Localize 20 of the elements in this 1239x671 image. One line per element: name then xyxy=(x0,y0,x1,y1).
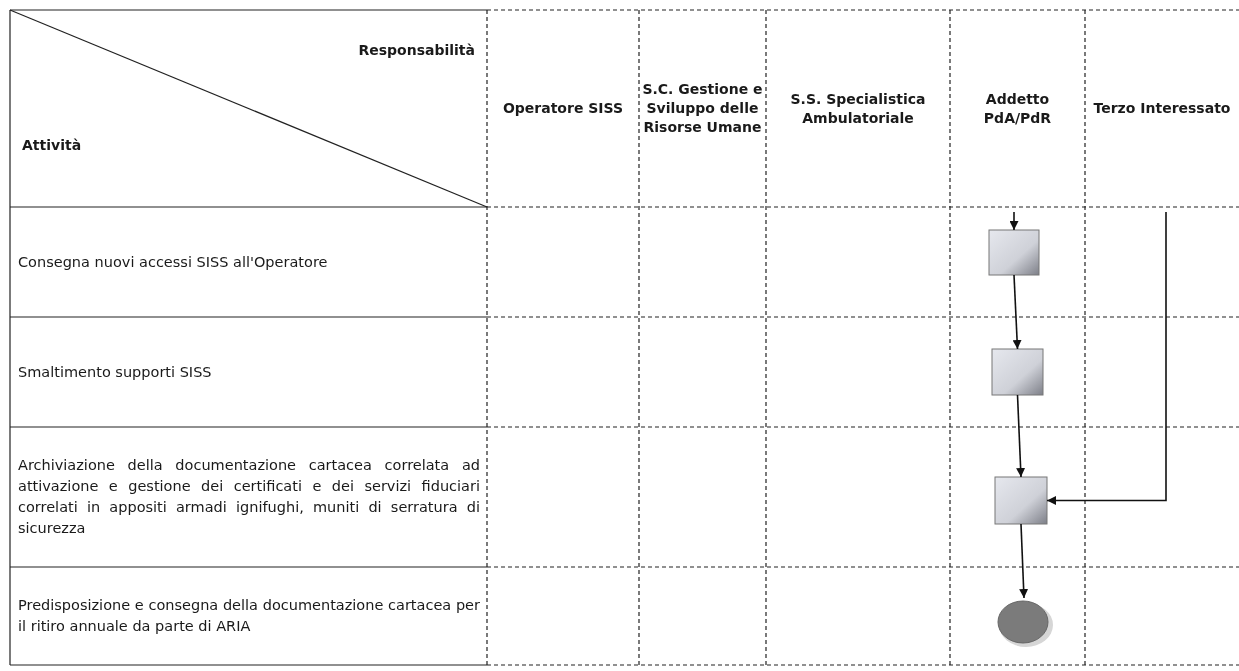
activity-cell-text: Smaltimento supporti SISS xyxy=(18,362,212,382)
column-header: Operatore SISS xyxy=(502,99,624,118)
column-header: Responsabilità xyxy=(358,40,475,60)
arrow xyxy=(1046,211,1167,505)
column-header: Addetto PdA/PdR xyxy=(982,89,1053,128)
activity-cell-text: Archiviazione della documentazione cartacea correlata ad attivazione e gestione dei certificati e dei servizi fiduciari correlati in appositi armadi ignifughi, muniti di serratura di sicurezza xyxy=(18,456,480,538)
activity-square xyxy=(988,229,1040,276)
activity-cell-text: Predisposizione e consegna della documentazione cartacea per il ritiro annuale da parte di ARIA xyxy=(18,596,480,636)
column-header: Terzo Interessato xyxy=(1093,99,1231,118)
end-circle xyxy=(997,600,1053,647)
activity-square xyxy=(994,476,1048,525)
arrow xyxy=(1009,211,1019,231)
row-header: Attività xyxy=(22,135,82,155)
activity-cell-text: Consegna nuovi accessi SISS all'Operatore xyxy=(18,252,328,272)
arrow xyxy=(1012,274,1022,350)
column-header: S.S. Specialistica Ambulatoriale xyxy=(789,89,927,128)
arrow xyxy=(1019,523,1029,599)
activity-square xyxy=(991,348,1044,396)
column-header: S.C. Gestione e Sviluppo delle Risorse Umane xyxy=(641,80,764,137)
arrow xyxy=(1016,394,1026,478)
